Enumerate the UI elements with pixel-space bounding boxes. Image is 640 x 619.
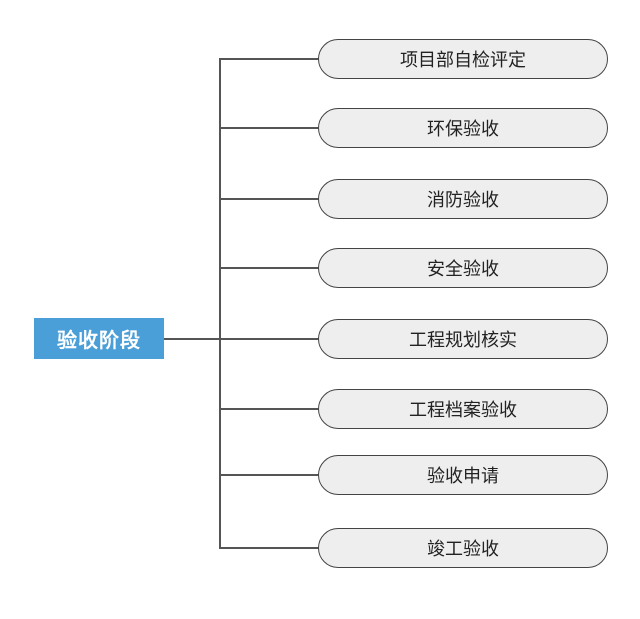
root-node: 验收阶段 (34, 318, 164, 359)
branch-node-planning: 工程规划核实 (318, 319, 608, 359)
branch-connector (219, 338, 319, 340)
branch-node-safety: 安全验收 (318, 248, 608, 288)
branch-node-archive: 工程档案验收 (318, 389, 608, 429)
branch-node-environmental: 环保验收 (318, 108, 608, 148)
trunk-line (219, 58, 221, 547)
branch-connector (219, 58, 319, 60)
branch-node-self-inspection: 项目部自检评定 (318, 39, 608, 79)
branch-connector (219, 474, 319, 476)
branch-node-label: 工程规划核实 (409, 330, 517, 351)
root-connector (164, 338, 220, 340)
branch-node-label: 验收申请 (427, 466, 499, 487)
branch-node-completion: 竣工验收 (318, 528, 608, 568)
root-node-label: 验收阶段 (57, 328, 141, 352)
branch-node-label: 消防验收 (427, 190, 499, 211)
branch-node-application: 验收申请 (318, 455, 608, 495)
branch-node-label: 环保验收 (427, 119, 499, 140)
branch-connector (219, 408, 319, 410)
branch-node-label: 竣工验收 (427, 539, 499, 560)
branch-node-label: 工程档案验收 (409, 400, 517, 421)
branch-node-label: 安全验收 (427, 259, 499, 280)
branch-node-fire: 消防验收 (318, 179, 608, 219)
branch-node-label: 项目部自检评定 (400, 50, 526, 71)
branch-connector (219, 267, 319, 269)
branch-connector (219, 127, 319, 129)
branch-connector (219, 198, 319, 200)
branch-connector (219, 547, 319, 549)
